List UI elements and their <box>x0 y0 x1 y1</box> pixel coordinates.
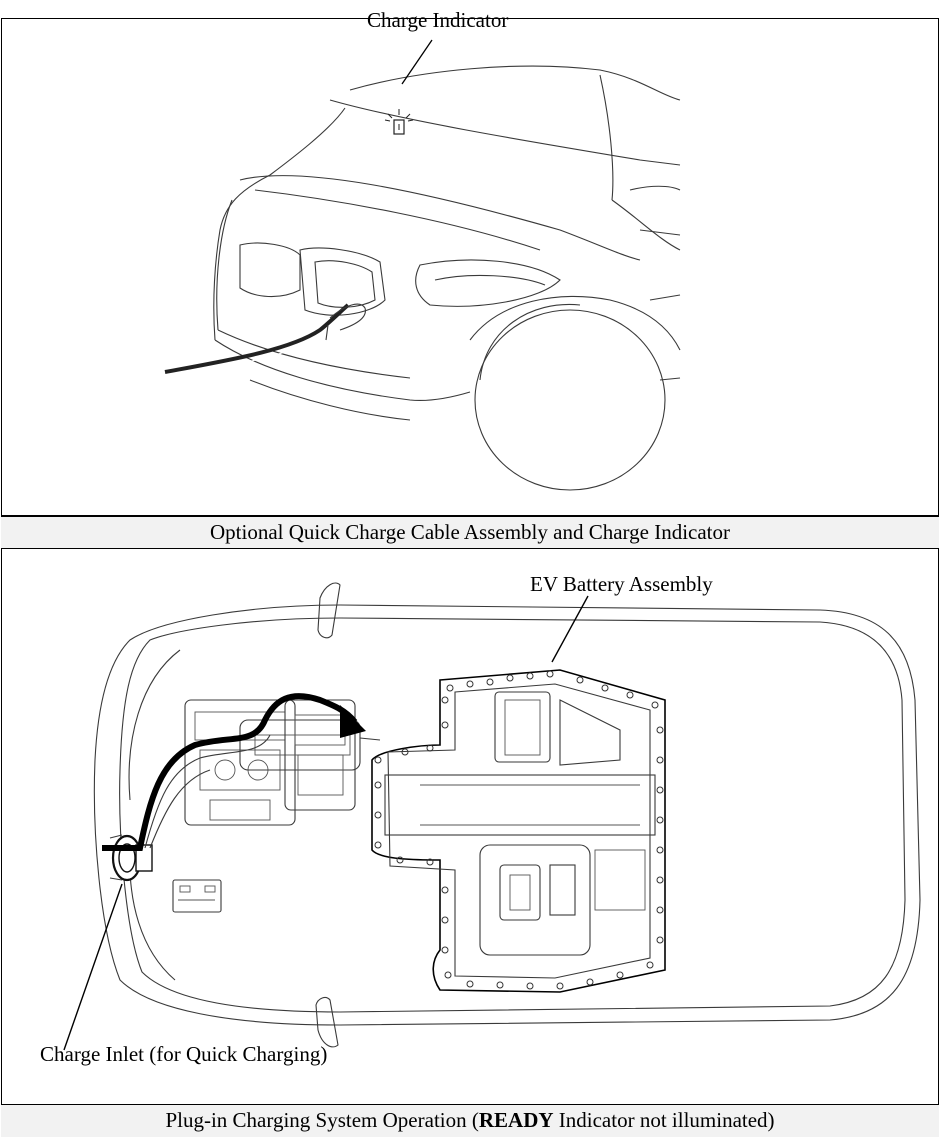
headlight-outline <box>415 259 561 307</box>
vehicle-body-outline <box>93 604 921 1026</box>
charge-indicator-callout: Charge Indicator <box>367 8 509 32</box>
hood-outline <box>239 175 641 261</box>
top-figure-caption: Optional Quick Charge Cable Assembly and… <box>1 516 939 549</box>
bottom-figure-caption: Plug-in Charging System Operation (READY… <box>1 1104 939 1137</box>
fender-outline <box>469 295 681 351</box>
quick-charge-cable <box>164 303 350 374</box>
ready-indicator-label: READY <box>478 1108 554 1132</box>
left-mirror <box>317 582 341 639</box>
ev-battery-leader <box>551 595 589 663</box>
charge-indicator-lamp-icon <box>384 109 414 135</box>
front-wheel <box>474 309 666 491</box>
power-control-unit <box>184 699 361 826</box>
charge-inlet-leader <box>63 883 123 1051</box>
relay-box <box>172 879 222 913</box>
charge-port-outline <box>299 247 386 316</box>
charge-indicator-leader <box>401 39 433 85</box>
roof-line <box>329 99 681 166</box>
charging-current-path <box>102 693 358 851</box>
car-front-illustration <box>164 39 681 491</box>
charge-inlet-callout: Charge Inlet (for Quick Charging) <box>40 1042 328 1066</box>
caption-suffix: Indicator not illuminated) <box>553 1108 775 1132</box>
right-mirror <box>315 996 339 1048</box>
ev-battery-assembly <box>371 669 666 993</box>
caption-prefix: Plug-in Charging System Operation ( <box>165 1108 479 1132</box>
ev-battery-callout: EV Battery Assembly <box>530 572 713 596</box>
charging-flow-arrowhead <box>340 705 366 738</box>
top-panel <box>1 18 939 516</box>
